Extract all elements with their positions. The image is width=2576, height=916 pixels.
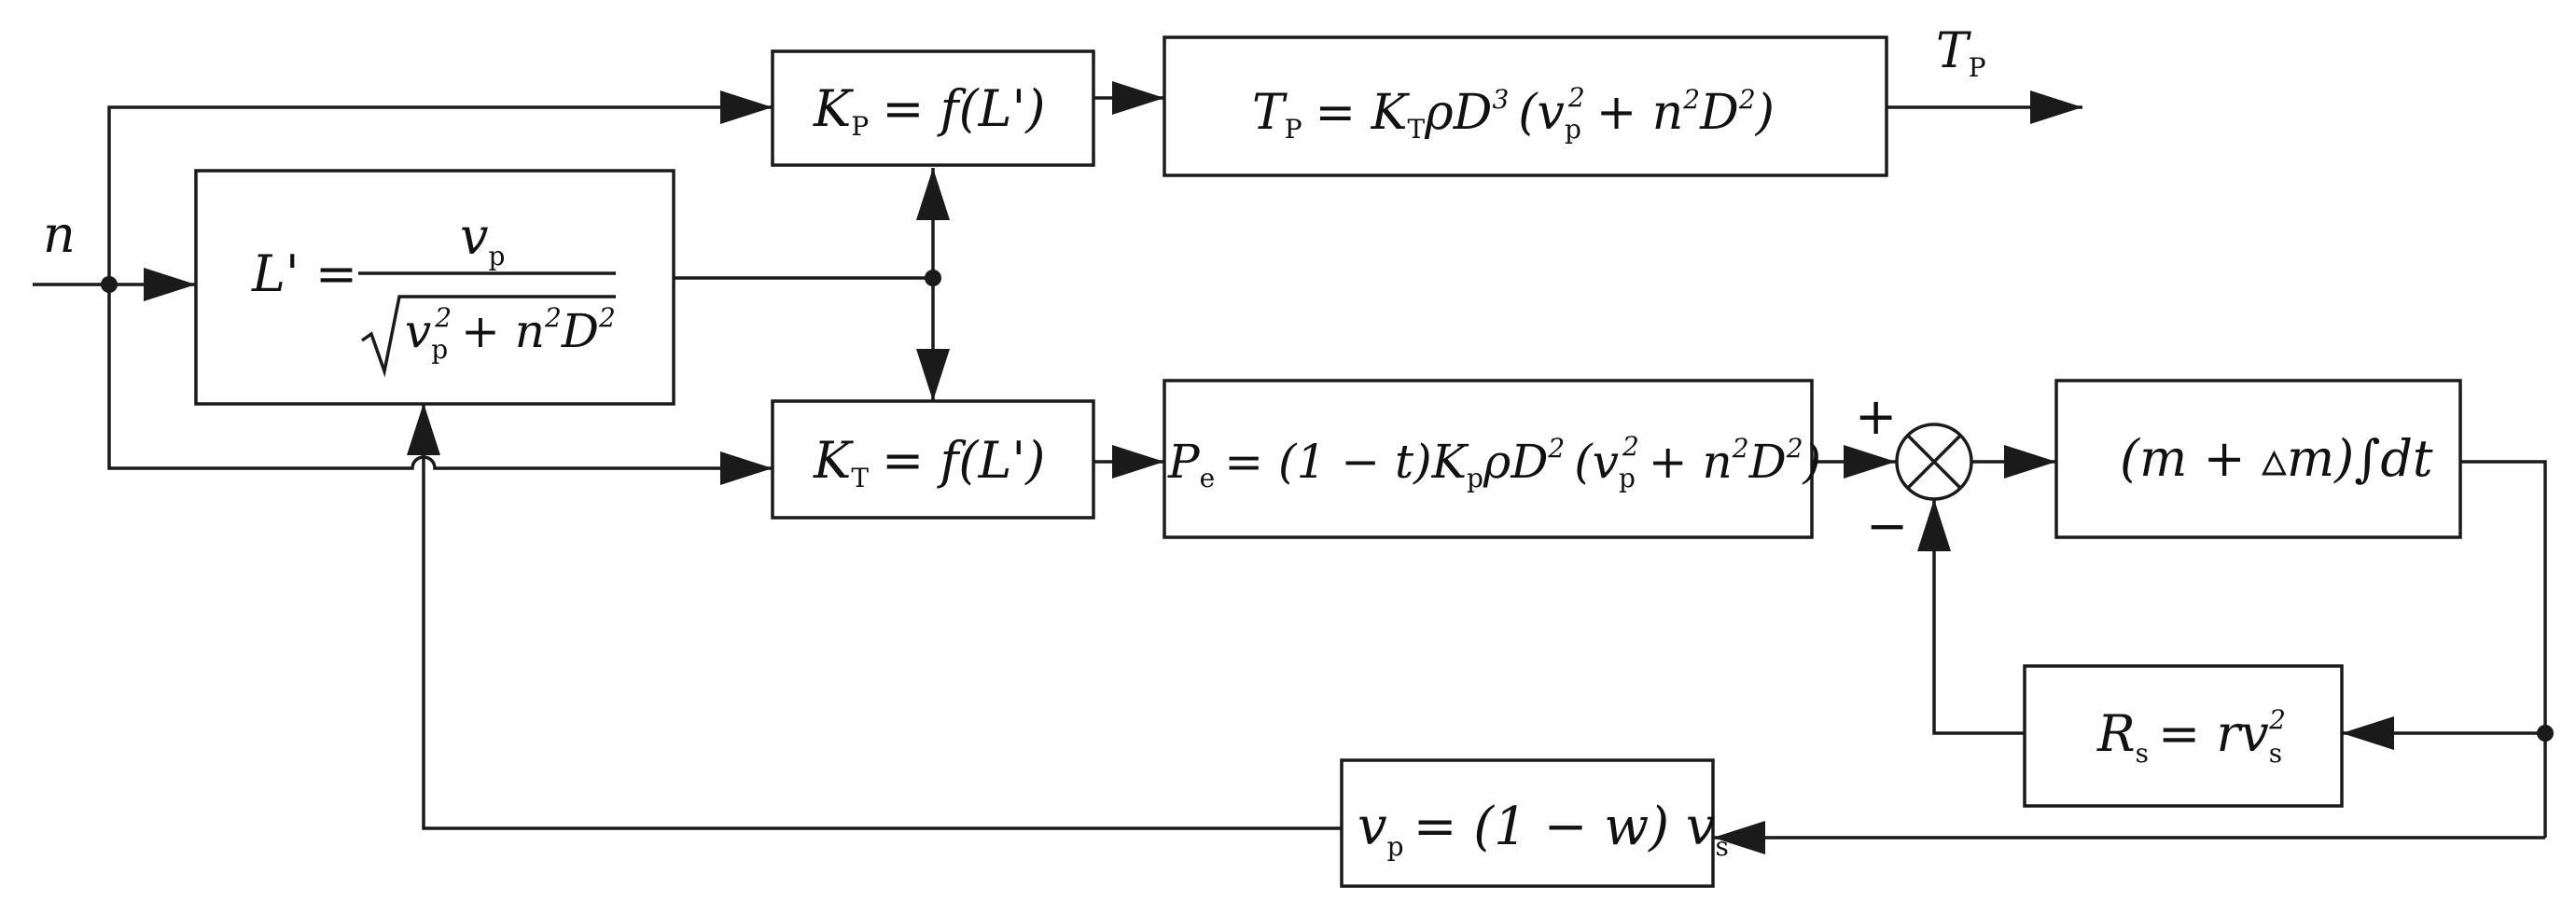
input-label-n: n bbox=[43, 205, 76, 264]
block-pe: Pe= (1 − t)KpρD2(vp2+ n2D2) bbox=[1163, 379, 1821, 539]
svg-text:vp: vp bbox=[460, 207, 505, 271]
wire-integ-out bbox=[2460, 460, 2547, 838]
block-kt: KT= f(L') bbox=[771, 399, 1095, 520]
svg-text:KT= f(L'): KT= f(L') bbox=[813, 431, 1045, 493]
svg-text:(m + ▵m)∫dt: (m + ▵m)∫dt bbox=[2120, 429, 2433, 488]
block-integrator: (m + ▵m)∫dt bbox=[2054, 379, 2462, 539]
svg-text:vp= (1 − w) vs: vp= (1 − w) vs bbox=[1358, 797, 1729, 862]
sum-plus-sign: + bbox=[1855, 387, 1897, 446]
svg-text:L' =: L' = bbox=[251, 244, 357, 303]
output-label-tp: TP bbox=[1936, 23, 1986, 83]
junction-dot-lprime bbox=[925, 270, 941, 286]
svg-text:Pe= (1 − t)KpρD2(vp2+ n2D2): Pe= (1 − t)KpρD2(vp2+ n2D2) bbox=[1167, 431, 1821, 493]
block-vp: vp= (1 − w) vs bbox=[1340, 758, 1729, 888]
kp-symbol: K bbox=[813, 79, 854, 138]
svg-text:vp2+ n2D2: vp2+ n2D2 bbox=[405, 302, 616, 365]
block-tp: TP= KTρD3(vp2+ n2D2) bbox=[1163, 35, 1888, 177]
block-rs: Rs= rvs2 bbox=[2023, 664, 2344, 808]
junction-dot-n bbox=[101, 276, 118, 293]
sum-minus-sign: − bbox=[1866, 496, 1908, 555]
junction-dot-rail bbox=[2537, 725, 2554, 742]
signal-wires bbox=[33, 81, 2547, 854]
wire-n-to-kp bbox=[107, 90, 773, 285]
block-lprime: L' = vp vp2+ n2D2 bbox=[194, 169, 675, 406]
wire-rs-to-sum bbox=[1917, 499, 2025, 735]
svg-text:TP= KTρD3(vp2+ n2D2): TP= KTρD3(vp2+ n2D2) bbox=[1252, 82, 1775, 145]
svg-text:Rs= rvs2: Rs= rvs2 bbox=[2096, 704, 2286, 769]
wire-vp-to-lprime bbox=[407, 403, 1342, 830]
sqrt-sign bbox=[360, 295, 616, 378]
svg-text:KP= f(L'): KP= f(L') bbox=[813, 79, 1045, 142]
summing-junction bbox=[1895, 423, 1973, 501]
block-kp: KP= f(L') bbox=[771, 49, 1095, 167]
